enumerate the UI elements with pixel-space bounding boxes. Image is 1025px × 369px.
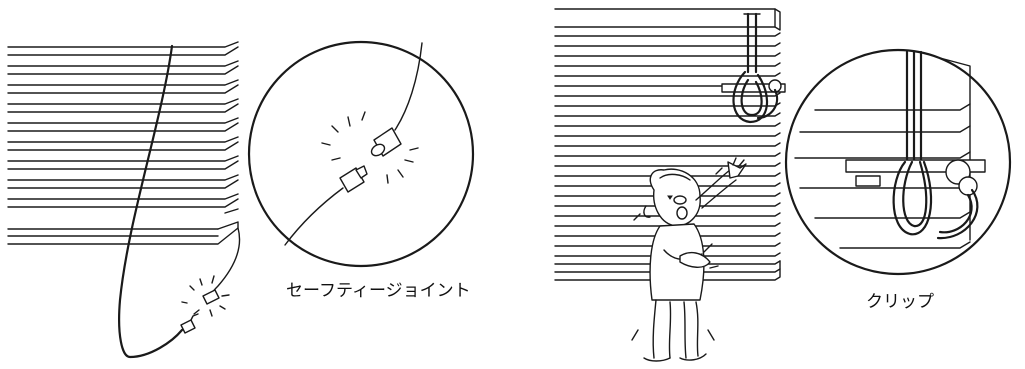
left-blind (7, 41, 241, 359)
clip-zoom (784, 48, 1012, 276)
right-blind-slats (554, 32, 781, 257)
clip-caption: クリップ (866, 292, 934, 312)
child-body (649, 223, 705, 301)
right-blind (554, 8, 786, 362)
left-safety-joint (180, 275, 230, 334)
right-head-rail (554, 8, 781, 31)
left-bottom-rail (7, 221, 239, 245)
right-cord-clip (721, 12, 786, 124)
child-raised-hand (727, 161, 747, 179)
left-zoom-circle (247, 40, 475, 268)
safety-joint-caption: セーフティージョイント (286, 281, 471, 301)
child-figure (631, 157, 747, 362)
safety-joint-zoom (247, 40, 475, 268)
left-blind-slats (7, 41, 239, 214)
right-zoom-circle (784, 48, 1012, 276)
